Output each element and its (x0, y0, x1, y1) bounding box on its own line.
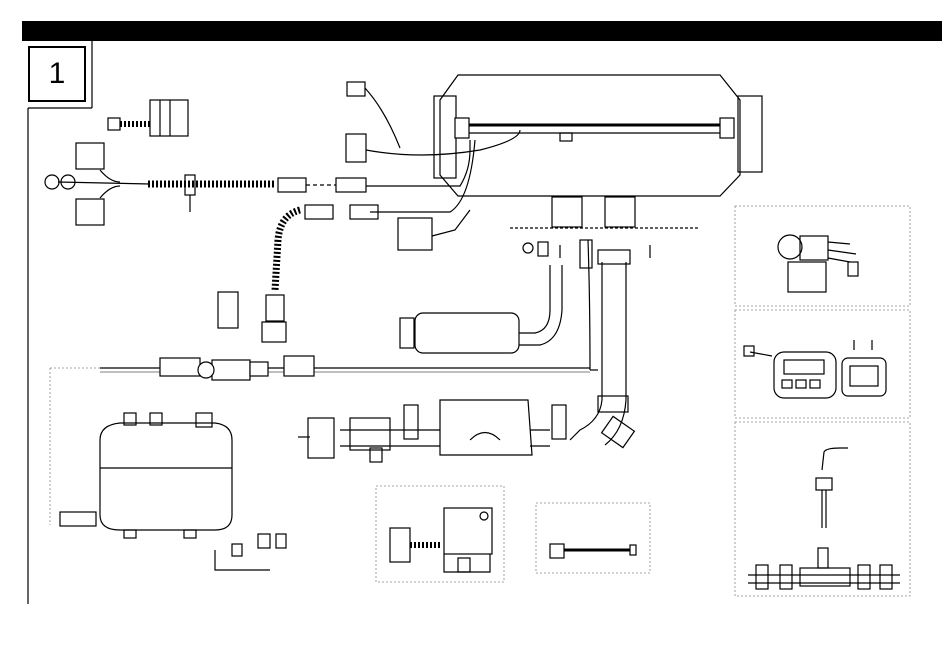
fuel-tank (50, 368, 286, 570)
exhaust-pipe (560, 245, 650, 448)
figure-number: 1 (49, 57, 66, 91)
exhaust-silencer (400, 242, 562, 353)
temperature-sensor (376, 486, 504, 582)
controller-module (735, 206, 910, 306)
fuel-line-clamps (748, 548, 900, 589)
fuel-pump (100, 240, 592, 380)
control-panel (735, 310, 910, 418)
heater-unit (434, 75, 762, 228)
extension-cable (536, 503, 650, 573)
intake-silencer (298, 400, 566, 462)
fuel-standpipe (735, 422, 910, 596)
wiring-harness (45, 82, 520, 342)
figure-number-box: 1 (28, 46, 86, 102)
